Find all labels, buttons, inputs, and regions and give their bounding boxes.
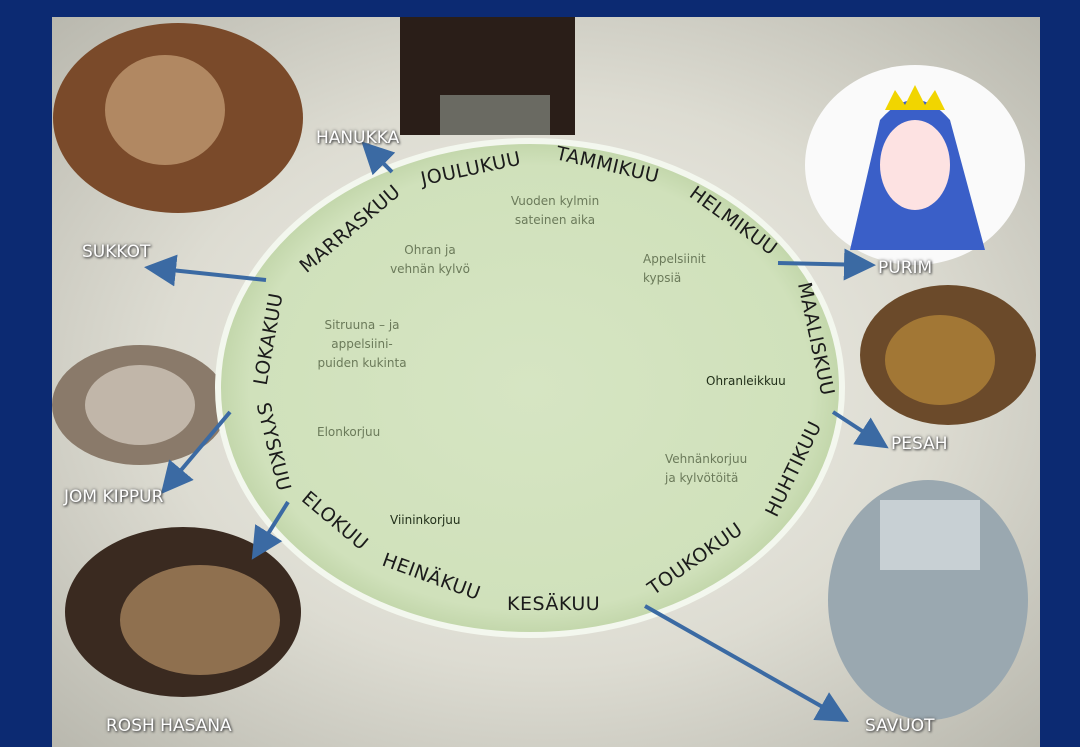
note-sowing: Ohran ja vehnän kylvö <box>390 243 470 276</box>
arrow-rosh-hasana <box>251 500 290 560</box>
arrow-savuot <box>644 604 849 722</box>
arrow-pesah <box>831 410 889 449</box>
month-kesakuu: KESÄKUU <box>507 593 601 615</box>
note-wheat-harvest: Vehnänkorjuu ja kylvötöitä <box>665 452 748 485</box>
note-oranges-ripe: Appelsiinit kypsiä <box>643 252 706 285</box>
holiday-jom-kippur: JOM KIPPUR <box>64 487 164 507</box>
calendar-ellipse <box>215 138 845 638</box>
note-blossom: Sitruuna – ja appelsiini- puiden kukinta <box>317 318 407 370</box>
holiday-sukkot: SUKKOT <box>82 242 151 262</box>
holiday-savuot: SAVUOT <box>865 716 935 736</box>
note-harvest: Elonkorjuu <box>317 425 381 439</box>
arrow-purim <box>777 248 876 281</box>
arrow-sukkot <box>144 254 267 287</box>
arrow-hanukka <box>361 141 396 176</box>
holiday-rosh-hasana: ROSH HASANA <box>106 716 232 736</box>
note-cold-rain: Vuoden kylmin sateinen aika <box>510 194 600 227</box>
note-grape-harvest: Viininkorjuu <box>390 513 461 527</box>
holiday-pesah: PESAH <box>891 434 948 454</box>
holiday-hanukka: HANUKKA <box>316 128 400 148</box>
note-barley-harvest: Ohranleikkuu <box>706 374 786 388</box>
holiday-purim: PURIM <box>878 258 933 278</box>
arrow-jom-kippur <box>160 410 232 495</box>
